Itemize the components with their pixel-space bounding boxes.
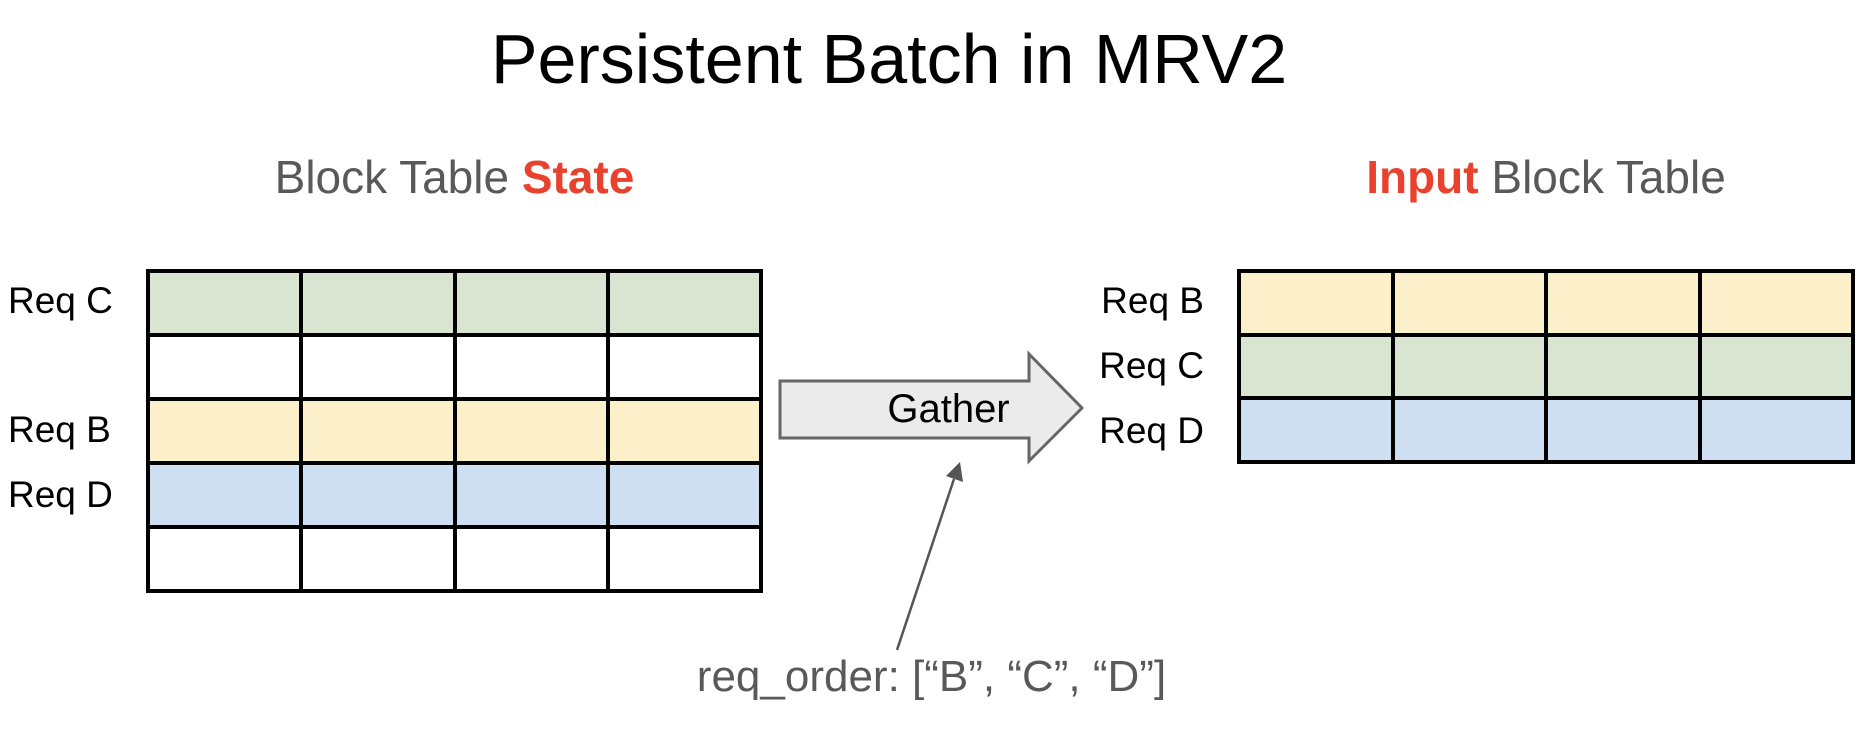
- block-cell: [150, 273, 300, 333]
- block-cell: [456, 337, 606, 397]
- block-cell: [609, 465, 759, 525]
- block-cell: [1701, 400, 1851, 460]
- block-cell: [303, 337, 453, 397]
- left-heading-highlight-text: State: [521, 151, 635, 203]
- left-table-heading: Block Table State: [146, 150, 763, 205]
- gather-arrow-shape: [778, 350, 1085, 465]
- block-cell: [303, 465, 453, 525]
- input-row-label-req-c: Req C: [1099, 345, 1204, 386]
- block-cell: [456, 465, 606, 525]
- left-heading-normal-text: Block Table: [274, 151, 522, 203]
- state-row-label-req-c: Req C: [8, 280, 113, 321]
- annotation-arrow-line: [895, 478, 956, 651]
- block-cell: [609, 529, 759, 589]
- right-heading-highlight-text: Input: [1366, 151, 1479, 203]
- block-cell: [609, 337, 759, 397]
- block-cell: [303, 273, 453, 333]
- input-row-label-req-d: Req D: [1099, 410, 1204, 451]
- gather-arrow-label: Gather: [887, 387, 1010, 431]
- right-table-heading: Input Block Table: [1237, 150, 1855, 205]
- input-block-table: [1237, 269, 1855, 464]
- annotation-arrow-head: [946, 462, 963, 482]
- req-order-annotation: req_order: [“B”, “C”, “D”]: [696, 652, 1167, 701]
- input-row-label-req-b: Req B: [1101, 280, 1204, 321]
- block-cell: [150, 465, 300, 525]
- block-cell: [303, 401, 453, 461]
- block-cell: [1548, 273, 1698, 333]
- block-cell: [456, 529, 606, 589]
- block-cell: [1241, 400, 1391, 460]
- block-cell: [456, 401, 606, 461]
- page-title: Persistent Batch in MRV2: [490, 20, 1288, 98]
- block-cell: [456, 273, 606, 333]
- state-row-label-req-d: Req D: [8, 474, 113, 515]
- block-cell: [1394, 336, 1544, 397]
- block-cell: [1241, 336, 1391, 397]
- block-cell: [1701, 273, 1851, 333]
- block-cell: [150, 401, 300, 461]
- state-block-table: [146, 269, 763, 593]
- block-cell: [303, 529, 453, 589]
- block-cell: [150, 337, 300, 397]
- block-cell: [609, 401, 759, 461]
- block-cell: [609, 273, 759, 333]
- block-cell: [150, 529, 300, 589]
- block-cell: [1701, 336, 1851, 397]
- block-cell: [1394, 273, 1544, 333]
- block-cell: [1241, 273, 1391, 333]
- block-cell: [1548, 336, 1698, 397]
- state-row-label-req-b: Req B: [8, 409, 111, 450]
- block-cell: [1548, 400, 1698, 460]
- block-cell: [1394, 400, 1544, 460]
- right-heading-normal-text: Block Table: [1478, 151, 1726, 203]
